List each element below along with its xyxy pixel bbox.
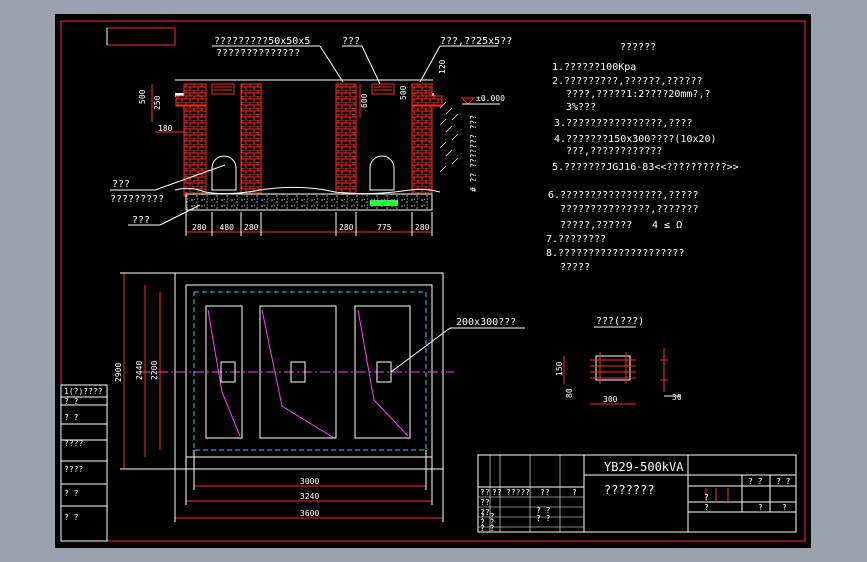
vertical-note: # ?? ??????? ???	[469, 115, 478, 192]
plan-view: 200x300??? 3000 3240 3600 2900 2440 2200	[114, 272, 525, 522]
wall-left-inner	[240, 83, 262, 197]
label-hole: 200x300???	[456, 317, 516, 328]
note-line-0: 1.??????100Kpa	[552, 62, 636, 73]
tb-right-1: ? ?	[776, 477, 791, 486]
label-left-1: ???	[112, 179, 130, 190]
arch-opening-left	[211, 155, 237, 191]
dim-180: 180	[158, 124, 173, 133]
note-line-12: 8.?????????????????????	[546, 248, 684, 259]
tb-left-3: ??	[540, 488, 550, 497]
dim-500-right: 500	[399, 85, 408, 100]
dim-3600: 3600	[300, 509, 319, 518]
tb-left-0: ??	[480, 488, 490, 497]
tb-bottom-3: ? ?	[480, 512, 495, 521]
dim-600: 600	[360, 93, 369, 108]
plan-bay-middle	[259, 305, 337, 439]
revision-strip: 1(?)????? ?? ?????????? ?? ?	[60, 384, 108, 542]
tb-right-4: ?	[704, 493, 709, 502]
bottom-dim-3: 280	[339, 223, 354, 232]
section-view: ±0.000 # ?? ??????? ??? ?????????50x50x5…	[110, 36, 512, 236]
plan-outer-foundation	[174, 272, 444, 470]
note-line-13: ?????	[560, 262, 590, 273]
note-line-10: ?????,??????	[560, 220, 632, 231]
lifting-detail: ???(???) 150 80 300 30	[555, 316, 682, 405]
tb-right-5: ?	[782, 503, 787, 512]
elevation-label: ±0.000	[476, 94, 505, 103]
strip-cell-1: ? ?	[64, 397, 79, 406]
title-block: YB29-500kVA ??????? ????????????????? ??…	[477, 454, 797, 533]
dim-2200: 2200	[150, 361, 159, 380]
strip-cell-4: ????	[64, 465, 83, 474]
note6-symbol: 4 ≤ Ω	[652, 220, 682, 231]
note-line-8: 6.?????????????????,?????	[548, 190, 699, 201]
dim-80: 80	[565, 388, 574, 398]
detail-title: ???(???)	[596, 316, 644, 327]
tb-left-4: ?	[572, 488, 577, 497]
tb-bottom-2: ? ?	[536, 506, 551, 515]
bottom-dim-1: 480	[220, 223, 235, 232]
note-line-7: 5.???????JGJ16-83<<??????????>>	[552, 162, 739, 173]
tb-right-0: ? ?	[748, 477, 763, 486]
dim-500-left: 500	[138, 89, 147, 104]
note-line-9: ???????????????,???????	[560, 204, 698, 215]
dim-3000: 3000	[300, 477, 319, 486]
bottom-dim-4: 775	[377, 223, 392, 232]
dim-2900: 2900	[114, 363, 123, 382]
vent-louver-left	[211, 83, 235, 95]
tb-left-5: ??	[480, 498, 490, 507]
strip-cell-3: ????	[64, 439, 83, 448]
bottom-dimension-chain: 280 480 280 280 775 280	[185, 212, 433, 236]
project-subtitle: ???????	[604, 483, 655, 497]
tb-left-1: ??	[492, 488, 502, 497]
tb-bottom-1: ? ?	[480, 524, 495, 533]
note-line-4: 3.????????????????,????	[554, 118, 692, 129]
strip-cell-0: 1(?)????	[64, 387, 103, 396]
plan-bay-left	[205, 305, 243, 439]
strip-cell-2: ? ?	[64, 413, 79, 422]
plan-cyan-outline	[193, 291, 427, 451]
tb-left-2: ?????	[506, 488, 530, 497]
notes-title: ??????	[620, 42, 656, 53]
cable-green	[370, 200, 398, 206]
label-left-3: ???	[132, 215, 150, 226]
note-line-5: 4.???????150x300????(10x20)	[554, 134, 717, 145]
tb-left-6: ??	[480, 508, 490, 517]
plan-outer-wall	[185, 284, 433, 458]
note-line-1: 2.?????????,??????,??????	[552, 76, 703, 87]
sheet-border	[60, 20, 806, 542]
bottom-dim-2: 280	[244, 223, 259, 232]
label-cover-plate-2: ??????????????	[216, 48, 300, 59]
tb-right-3: ?	[758, 503, 763, 512]
dim-30: 30	[672, 393, 682, 402]
dim-2440: 2440	[135, 361, 144, 380]
dim-150: 150	[555, 361, 564, 376]
dim-300: 300	[603, 395, 618, 404]
dim-120: 120	[438, 59, 447, 74]
label-left-2: ?????????	[110, 194, 164, 205]
dim-250: 250	[153, 95, 162, 110]
strip-cell-6: ? ?	[64, 513, 79, 522]
note-line-2: ????,?????1:2????20mm?,?	[566, 89, 711, 100]
general-notes: ?????? 1.??????100Kpa 2.?????????,??????,…	[546, 42, 739, 273]
tb-bottom-0: ? ?	[480, 518, 495, 527]
strip-cell-5: ? ?	[64, 489, 79, 498]
note-line-3: 3%???	[566, 102, 596, 113]
label-vent: ???	[342, 36, 360, 47]
label-cover-plate: ?????????50x50x5	[214, 36, 310, 47]
bottom-dim-0: 280	[192, 223, 207, 232]
tb-right-2: ?	[704, 503, 709, 512]
vent-louver-right	[371, 83, 395, 95]
wall-mid	[335, 83, 357, 197]
label-angle: ???,??25x5??	[440, 36, 512, 47]
note-line-6: ???,????????????	[566, 146, 662, 157]
dim-3240: 3240	[300, 492, 319, 501]
note-line-11: 7.????????	[546, 234, 606, 245]
bottom-dim-5: 280	[415, 223, 430, 232]
arch-opening-right	[369, 155, 395, 191]
project-code: YB29-500kVA	[604, 460, 684, 474]
tb-bottom-4: ? ?	[536, 514, 551, 523]
